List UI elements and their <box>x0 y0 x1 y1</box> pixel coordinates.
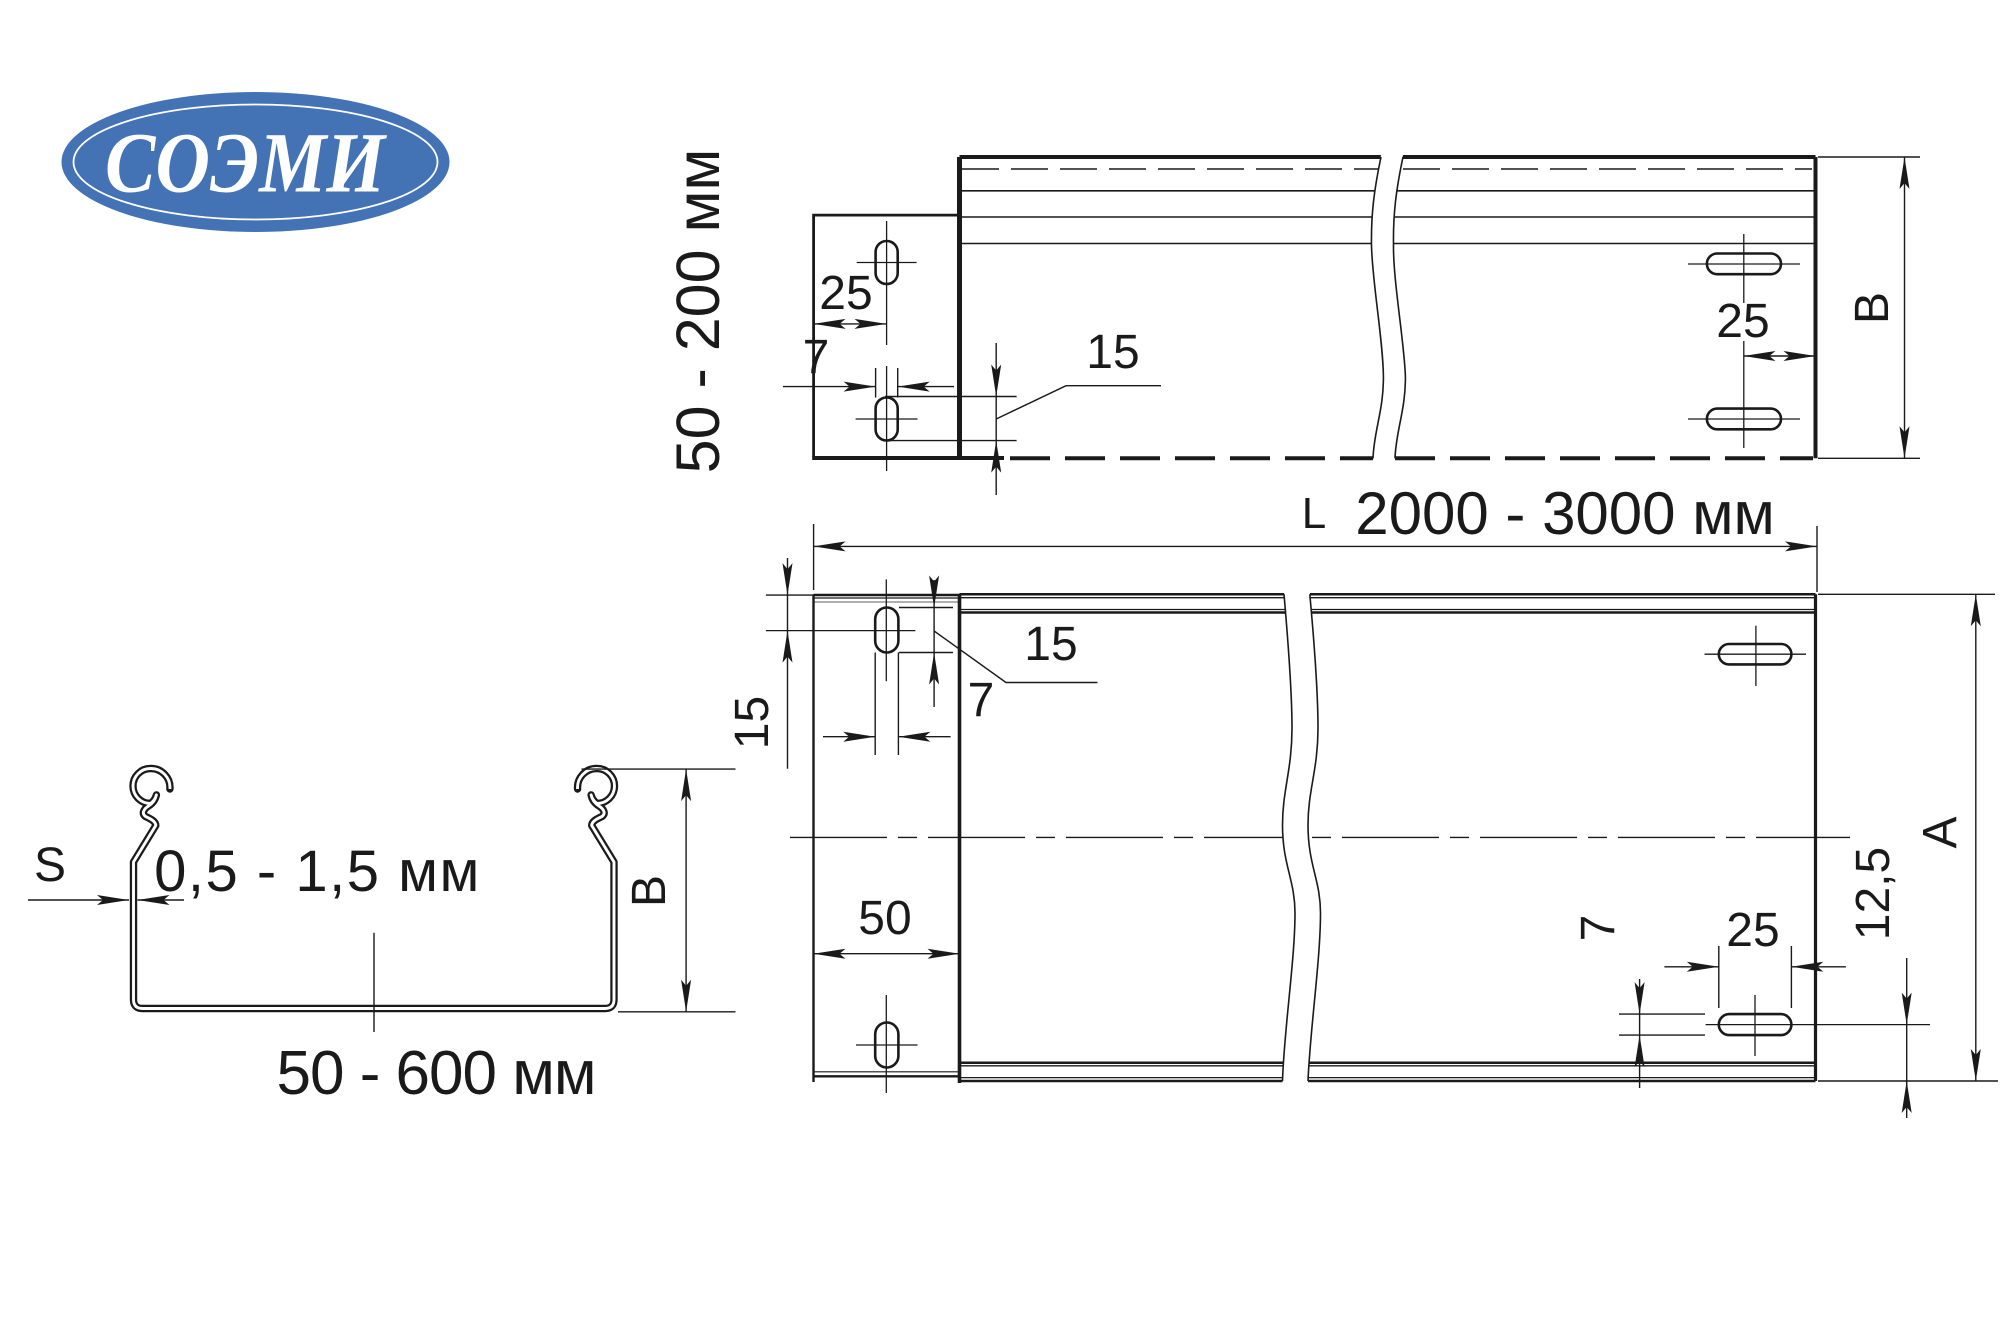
svg-text:7: 7 <box>1572 915 1625 942</box>
svg-text:7: 7 <box>803 331 830 384</box>
svg-text:15: 15 <box>1086 326 1139 379</box>
svg-text:2000 - 3000 мм: 2000 - 3000 мм <box>1355 480 1774 547</box>
svg-text:15: 15 <box>1024 618 1077 671</box>
svg-text:25: 25 <box>819 267 872 320</box>
svg-text:50 - 600 мм: 50 - 600 мм <box>277 1039 596 1108</box>
svg-text:50: 50 <box>858 892 911 945</box>
svg-text:50 - 200 мм: 50 - 200 мм <box>664 149 732 474</box>
svg-text:15: 15 <box>726 696 779 749</box>
svg-text:25: 25 <box>1726 904 1779 957</box>
svg-text:СОЭМИ: СОЭМИ <box>105 115 388 211</box>
svg-text:0,5 - 1,5 мм: 0,5 - 1,5 мм <box>154 839 481 904</box>
svg-text:12,5: 12,5 <box>1847 847 1900 940</box>
svg-text:B: B <box>623 875 676 907</box>
svg-text:L: L <box>1302 489 1326 538</box>
svg-text:25: 25 <box>1716 295 1769 348</box>
svg-text:S: S <box>34 839 66 892</box>
svg-text:A: A <box>1914 816 1967 848</box>
svg-text:B: B <box>1846 292 1899 324</box>
svg-text:7: 7 <box>968 674 995 727</box>
